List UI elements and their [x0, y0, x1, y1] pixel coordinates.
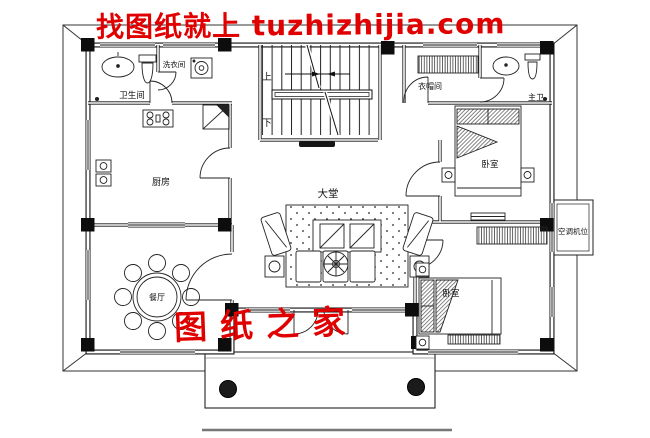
label-bedroom-bottom: 卧室	[442, 288, 460, 299]
bathroom-fixtures	[94, 52, 157, 102]
label-hall: 大堂	[318, 187, 339, 200]
sofa-set	[260, 204, 434, 288]
plant	[323, 251, 349, 277]
label-laundry: 洗衣间	[163, 59, 186, 69]
dresser	[447, 334, 501, 345]
label-stairs-down: 下	[262, 118, 272, 129]
wardrobe-cloakroom	[417, 55, 479, 74]
windows	[85, 42, 555, 355]
label-stairs-up: 上	[262, 72, 272, 83]
columns	[81, 38, 554, 352]
label-dining: 餐厅	[149, 293, 165, 302]
bed-top	[441, 105, 535, 221]
label-kitchen: 厨房	[152, 176, 170, 188]
interior-walls	[88, 45, 552, 310]
label-master-bath: 主卫	[528, 92, 544, 102]
washing-machine	[190, 57, 213, 79]
label-bedroom-top: 卧室	[481, 159, 499, 170]
entry-door-left	[293, 309, 319, 335]
entry-door-right	[323, 309, 349, 335]
labels: 卫生间 洗衣间 厨房 餐厅 大堂 上 下 衣帽间 主卫 卧室 卧室 空调机位	[119, 59, 588, 302]
dining-table	[114, 254, 200, 340]
ac-platform	[552, 199, 594, 256]
label-ac-unit: 空调机位	[558, 226, 588, 236]
kitchen-fixtures	[95, 104, 230, 187]
bed-bottom	[415, 262, 502, 350]
master-bath-fixtures	[492, 53, 548, 102]
hall-console-table	[299, 141, 335, 147]
wardrobe-bedroom	[476, 226, 548, 245]
label-bathroom: 卫生间	[119, 90, 145, 101]
porch	[202, 351, 452, 432]
staircase	[262, 44, 378, 147]
porch-column-left	[219, 380, 237, 398]
porch-column-right	[407, 378, 425, 396]
label-cloakroom: 衣帽间	[418, 81, 442, 91]
furniture	[94, 52, 548, 350]
